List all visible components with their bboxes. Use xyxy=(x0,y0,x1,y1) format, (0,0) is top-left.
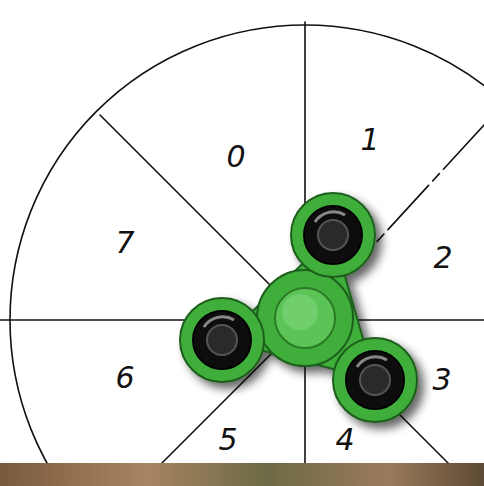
sector-number: 0 xyxy=(226,142,245,172)
sector-number: 4 xyxy=(335,425,354,455)
wheel-rim xyxy=(10,25,484,486)
wheel-lines xyxy=(0,22,484,486)
bearing xyxy=(346,351,404,409)
sector-number: 6 xyxy=(115,363,134,393)
sector-number: 7 xyxy=(115,228,134,258)
bearing xyxy=(193,311,251,369)
photo-strip xyxy=(0,463,484,486)
sector-number: 2 xyxy=(433,243,452,273)
sector-number: 5 xyxy=(218,425,237,455)
sector-number: 3 xyxy=(432,365,451,395)
fidget-spinner xyxy=(180,193,417,422)
bearing xyxy=(304,206,362,264)
sector-number: 1 xyxy=(360,125,379,155)
